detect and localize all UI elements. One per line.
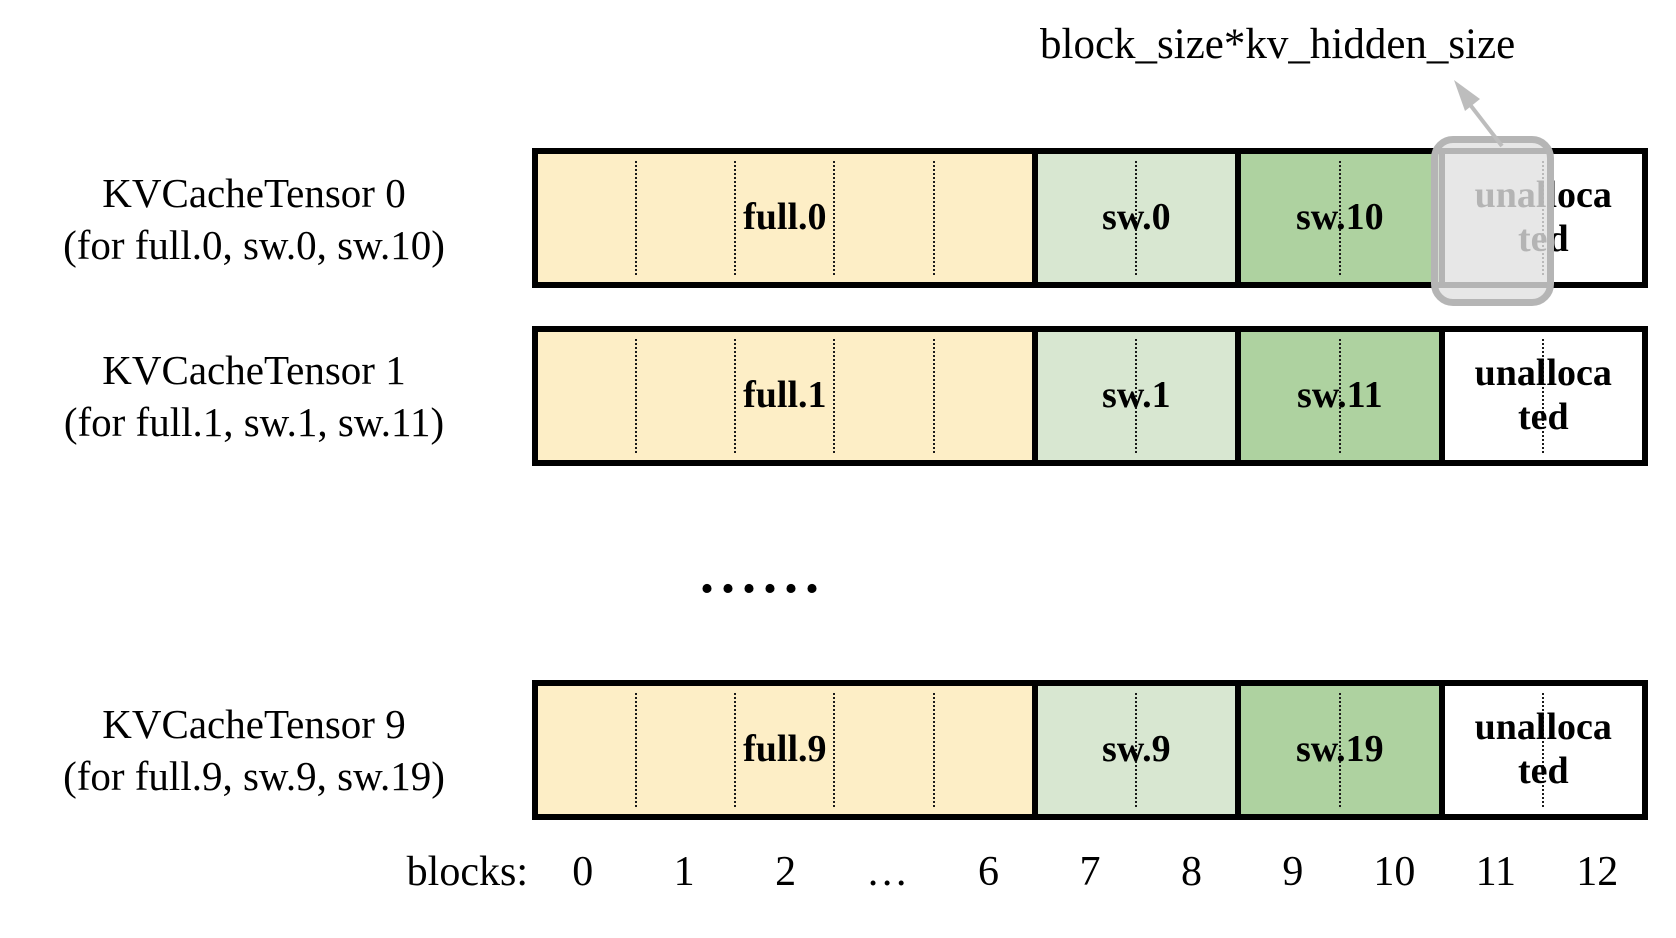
- block-cell: [1241, 339, 1339, 453]
- block-cell: [1338, 339, 1439, 453]
- block-cell: [1542, 339, 1642, 453]
- tensor-0-sw2-segment: sw.10: [1235, 154, 1439, 282]
- block-size-annotation: block_size*kv_hidden_size: [1040, 21, 1516, 68]
- tensor-9-title: KVCacheTensor 9: [102, 701, 406, 747]
- block-cell: [538, 693, 635, 807]
- tensor-1-bar: full.1 sw.1 sw.11 unalloca ted: [532, 326, 1648, 466]
- tensor-0-sw-segment: sw.0: [1031, 154, 1236, 282]
- tensor-9-sw-segment: sw.9: [1031, 686, 1236, 814]
- block-tick-11: 11: [1475, 849, 1517, 895]
- block-cell: [833, 693, 932, 807]
- block-cell: [1445, 339, 1543, 453]
- block-cell: [1135, 339, 1235, 453]
- block-tick-9: 9: [1282, 849, 1304, 895]
- tensor-1-sw2-segment: sw.11: [1235, 332, 1439, 460]
- block-cell: [833, 161, 932, 275]
- blocks-axis: 0 1 2 … 6 7 8 9 10 11 12: [532, 848, 1648, 896]
- block-cell: [833, 339, 932, 453]
- tensor-9-sw2-segment: sw.19: [1235, 686, 1439, 814]
- tensor-1-full-segment: full.1: [538, 332, 1032, 460]
- block-cell: [1038, 161, 1136, 275]
- block-cell: [635, 693, 734, 807]
- block-cell: [538, 161, 635, 275]
- block-tick-1: 1: [673, 849, 695, 895]
- block-cell: [932, 339, 1032, 453]
- block-tick-2: 2: [775, 849, 797, 895]
- block-cell: [1241, 693, 1339, 807]
- block-cell: [1135, 161, 1235, 275]
- block-cell: [1038, 339, 1136, 453]
- block-tick-6: 6: [978, 849, 1000, 895]
- block-cell: [1038, 693, 1136, 807]
- block-cell: [538, 339, 635, 453]
- annotation-arrow-icon: [1454, 80, 1504, 148]
- block-cell: [1338, 693, 1439, 807]
- block-cell: [734, 161, 833, 275]
- row-label-tensor-1: KVCacheTensor 1 (for full.1, sw.1, sw.11…: [8, 344, 500, 448]
- block-tick-7: 7: [1079, 849, 1101, 895]
- tensor-1-sw-segment: sw.1: [1031, 332, 1236, 460]
- block-tick-12: 12: [1576, 849, 1619, 895]
- blocks-axis-label: blocks:: [406, 849, 528, 895]
- tensor-1-unallocated-segment: unalloca ted: [1438, 332, 1642, 460]
- rows-ellipsis: ......: [700, 543, 826, 605]
- tensor-0-title: KVCacheTensor 0: [102, 170, 406, 216]
- row-label-tensor-9: KVCacheTensor 9 (for full.9, sw.9, sw.19…: [8, 698, 500, 802]
- tensor-9-unallocated-segment: unalloca ted: [1438, 686, 1642, 814]
- block-cell: [1542, 161, 1642, 275]
- block-cell: [932, 693, 1032, 807]
- block-cell: [1338, 161, 1439, 275]
- tensor-1-title: KVCacheTensor 1: [102, 347, 406, 393]
- block-cell: [932, 161, 1032, 275]
- block-tick-ellipsis: …: [866, 849, 909, 895]
- tensor-1-subtitle: (for full.1, sw.1, sw.11): [63, 399, 445, 445]
- tensor-9-full-segment: full.9: [538, 686, 1032, 814]
- block-cell: [1135, 693, 1235, 807]
- tensor-9-bar: full.9 sw.9 sw.19 unalloca ted: [532, 680, 1648, 820]
- block-tick-8: 8: [1180, 849, 1202, 895]
- row-label-tensor-0: KVCacheTensor 0 (for full.0, sw.0, sw.10…: [8, 167, 500, 271]
- block-tick-0: 0: [572, 849, 594, 895]
- block-tick-10: 10: [1373, 849, 1416, 895]
- block-cell: [734, 693, 833, 807]
- tensor-9-subtitle: (for full.9, sw.9, sw.19): [63, 753, 445, 799]
- block-cell: [1445, 693, 1543, 807]
- tensor-0-subtitle: (for full.0, sw.0, sw.10): [63, 222, 445, 268]
- block-cell: [734, 339, 833, 453]
- block-cell: [1241, 161, 1339, 275]
- block-cell: [635, 339, 734, 453]
- block-cell: [635, 161, 734, 275]
- highlighted-block-11: [1431, 136, 1554, 306]
- block-cell: [1542, 693, 1642, 807]
- tensor-0-full-segment: full.0: [538, 154, 1032, 282]
